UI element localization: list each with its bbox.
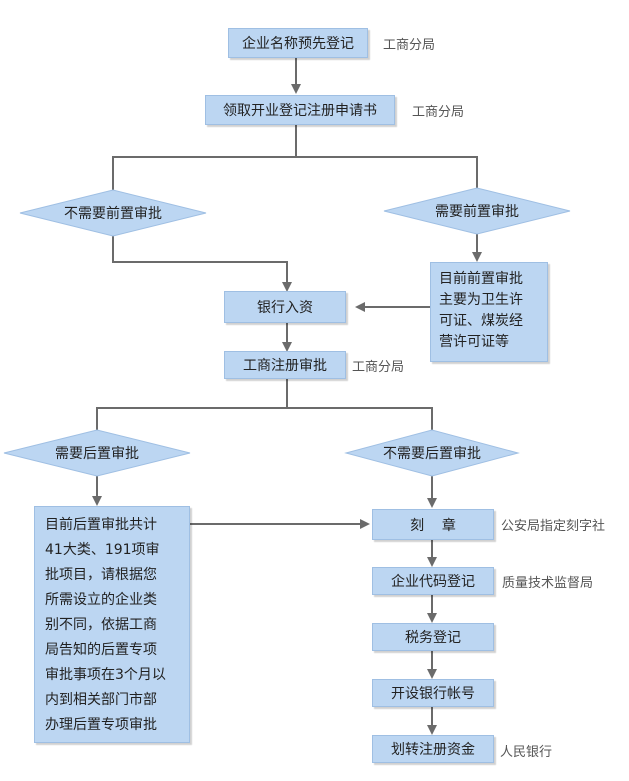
pre-approval-info-line: 营许可证等: [439, 334, 509, 350]
pre-approval-info: 目前前置审批 主要为卫生许 可证、煤炭经 营许可证等: [430, 262, 548, 362]
step-obtain-application: 领取开业登记注册申请书: [205, 95, 395, 125]
step-org-code-registration-note: 质量技术监督局: [502, 576, 594, 591]
post-approval-info-line: 41大类、191项审: [45, 542, 160, 558]
step-org-code-registration: 企业代码登记: [372, 567, 494, 595]
post-approval-info-line: 审批事项在3个月以: [45, 667, 166, 683]
step-name-preregistration-note: 工商分局: [383, 38, 436, 53]
decision-pre-approval-label: 需要前置审批: [435, 204, 519, 220]
step-seal-engraving-note: 公安局指定刻字社: [501, 519, 606, 534]
step-registration-review-note: 工商分局: [352, 360, 405, 375]
decision-post-approval-label: 需要后置审批: [55, 446, 139, 462]
step-transfer-capital-note: 人民银行: [500, 745, 553, 760]
pre-approval-info-line: 可证、煤炭经: [439, 313, 523, 329]
post-approval-info-line: 内到相关部门市部: [45, 692, 157, 708]
step-tax-registration: 税务登记: [372, 623, 494, 651]
post-approval-info-line: 目前后置审批共计: [45, 517, 157, 533]
post-approval-info-line: 办理后置专项审批: [45, 717, 157, 733]
post-approval-info-line: 别不同，依据工商: [45, 617, 157, 633]
step-registration-review: 工商注册审批: [224, 351, 346, 379]
post-approval-info-line: 所需设立的企业类: [45, 592, 157, 608]
decision-post-approval: [3, 429, 191, 477]
step-bank-capital: 银行入资: [224, 291, 346, 323]
step-open-bank-account: 开设银行帐号: [372, 679, 494, 707]
decision-no-pre-approval-label: 不需要前置审批: [64, 206, 162, 222]
step-seal-engraving: 刻 章: [372, 509, 494, 540]
pre-approval-info-line: 主要为卫生许: [439, 292, 523, 308]
decision-pre-approval: [383, 187, 571, 235]
post-approval-info-line: 批项目，请根据您: [45, 567, 157, 583]
pre-approval-info-line: 目前前置审批: [439, 271, 523, 287]
step-name-preregistration: 企业名称预先登记: [228, 28, 368, 58]
decision-no-post-approval-label: 不需要后置审批: [383, 446, 481, 462]
decision-no-post-approval: [344, 429, 520, 477]
post-approval-info-line: 局告知的后置专项: [45, 642, 157, 658]
post-approval-info: 目前后置审批共计 41大类、191项审 批项目，请根据您 所需设立的企业类 别不…: [34, 506, 190, 743]
step-obtain-application-note: 工商分局: [412, 105, 465, 120]
decision-no-pre-approval: [19, 189, 207, 237]
step-transfer-capital: 划转注册资金: [372, 735, 494, 763]
